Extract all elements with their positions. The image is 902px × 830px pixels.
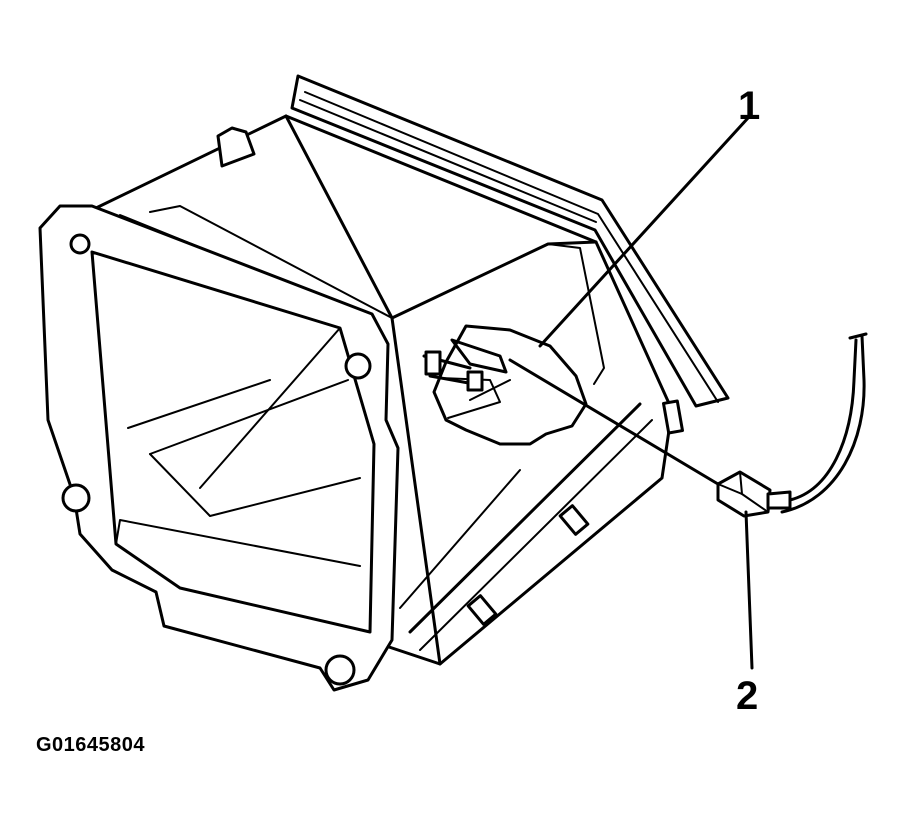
front-flange (38, 204, 400, 692)
leader-line-1 (538, 116, 750, 348)
leader-line-2 (744, 510, 754, 670)
figure-id: G01645804 (36, 734, 146, 756)
callout-2: 2 (736, 674, 759, 718)
top-rail (290, 74, 730, 408)
blower-motor-resistor (422, 324, 588, 446)
callout-1: 1 (738, 84, 761, 128)
electrical-connector (508, 332, 868, 518)
